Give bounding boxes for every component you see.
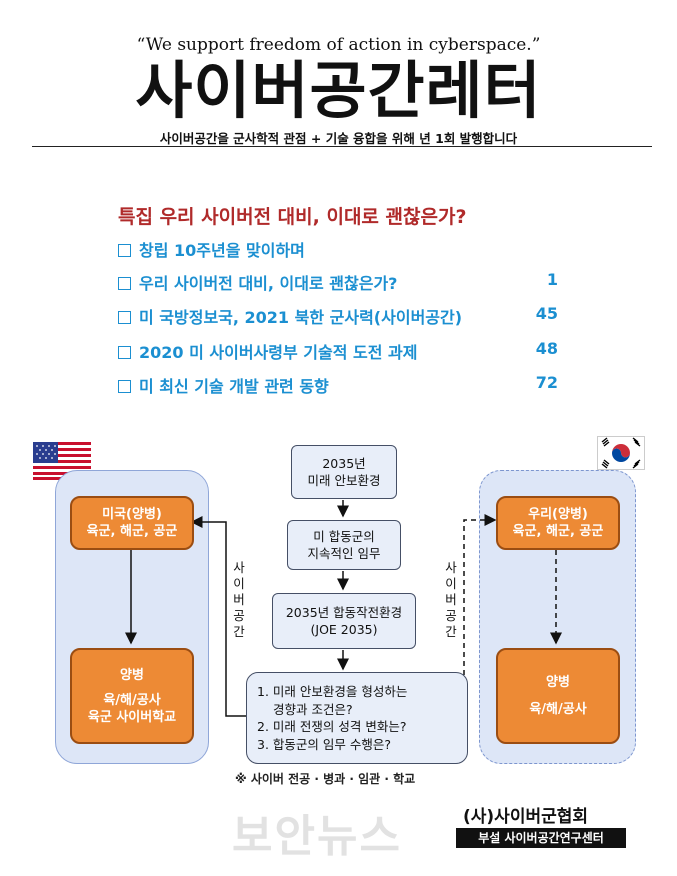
masthead-title: 사이버공간레터 — [135, 54, 542, 127]
checkbox-icon — [118, 380, 131, 393]
header-divider — [32, 146, 652, 147]
box-line: 지속적인 임무 — [307, 546, 381, 561]
box-line: 양병 — [546, 675, 570, 690]
toc-title: 미 국방정보국, 2021 북한 군사력(사이버공간) — [139, 308, 463, 327]
publisher-name: (사)사이버군협회 — [463, 807, 589, 827]
us-force-box: 미국(양병) 육군, 해군, 공군 — [70, 496, 194, 550]
toc-title: 창립 10주년을 맞이하며 — [139, 241, 305, 260]
box-line: 육군, 해군, 공군 — [86, 524, 178, 539]
box-line: 미래 안보환경 — [307, 473, 381, 488]
toc-page: 72 — [535, 373, 558, 392]
question-line: 1. 미래 안보환경을 형성하는 — [257, 684, 408, 699]
toc-page: 1 — [546, 270, 558, 289]
box-line: (JOE 2035) — [310, 622, 378, 637]
box-line: 미국(양병) — [102, 507, 162, 522]
checkbox-icon — [118, 277, 131, 290]
toc-item[interactable]: 창립 10주년을 맞이하며 — [118, 237, 558, 260]
box-line: 2035년 — [322, 456, 366, 471]
future-environment-box: 2035년 미래 안보환경 — [291, 445, 397, 499]
masthead-subtitle: 사이버공간을 군사학적 관점 + 기술 융합을 위해 년 1회 발행합니다 — [159, 131, 518, 146]
joe-2035-box: 2035년 합동작전환경 (JOE 2035) — [272, 593, 416, 649]
question-line: 2. 미래 전쟁의 성격 변화는? — [257, 719, 407, 734]
toc-page: 45 — [535, 304, 558, 323]
checkbox-icon — [118, 311, 131, 324]
box-spacer — [72, 684, 192, 692]
toc-page: 48 — [535, 339, 558, 358]
special-topic-heading: 특집 우리 사이버전 대비, 이대로 괜찮은가? — [118, 206, 467, 228]
diagram-footnote: ※ 사이버 전공 · 병과 · 임관 · 학교 — [235, 772, 416, 786]
korea-training-box: 양병 육/해/공사 — [496, 648, 620, 744]
news-watermark: 보안뉴스 — [232, 811, 402, 862]
box-line: 미 합동군의 — [313, 529, 375, 544]
toc-item[interactable]: 2020 미 사이버사령부 기술적 도전 과제 48 — [118, 339, 558, 362]
box-line: 육/해/공사 — [529, 702, 587, 717]
question-line: 3. 합동군의 임무 수행은? — [257, 736, 391, 752]
box-spacer — [498, 691, 618, 701]
masthead-quote: “We support freedom of action in cybersp… — [136, 35, 541, 55]
research-center-label: 부설 사이버공간연구센터 — [456, 828, 626, 848]
toc-item[interactable]: 미 국방정보국, 2021 북한 군사력(사이버공간) 45 — [118, 304, 558, 327]
checkbox-icon — [118, 244, 131, 257]
checkbox-icon — [118, 346, 131, 359]
box-line: 2035년 합동작전환경 — [285, 605, 403, 620]
box-line: 육/해/공사 — [103, 692, 161, 708]
joint-force-mission-box: 미 합동군의 지속적인 임무 — [287, 520, 401, 570]
korea-force-box: 우리(양병) 육군, 해군, 공군 — [496, 496, 620, 550]
us-flag-icon — [33, 442, 91, 480]
box-line: 육군, 해군, 공군 — [512, 524, 604, 539]
box-line: 우리(양병) — [528, 507, 588, 522]
toc-title: 2020 미 사이버사령부 기술적 도전 과제 — [139, 343, 418, 362]
box-line: 양병 — [120, 667, 144, 683]
key-questions-box: 1. 미래 안보환경을 형성하는 경향과 조건은? 2. 미래 전쟁의 성격 변… — [246, 672, 468, 764]
toc-title: 우리 사이버전 대비, 이대로 괜찮은가? — [139, 274, 398, 293]
korea-flag-icon — [597, 436, 645, 470]
question-line: 경향과 조건은? — [273, 701, 353, 717]
toc-title: 미 최신 기술 개발 관련 동향 — [139, 377, 329, 396]
box-line: 육군 사이버학교 — [87, 709, 177, 725]
toc-item[interactable]: 미 최신 기술 개발 관련 동향 72 — [118, 373, 558, 396]
toc-item[interactable]: 우리 사이버전 대비, 이대로 괜찮은가? 1 — [118, 270, 558, 293]
us-training-box: 양병 육/해/공사 육군 사이버학교 — [70, 648, 194, 744]
